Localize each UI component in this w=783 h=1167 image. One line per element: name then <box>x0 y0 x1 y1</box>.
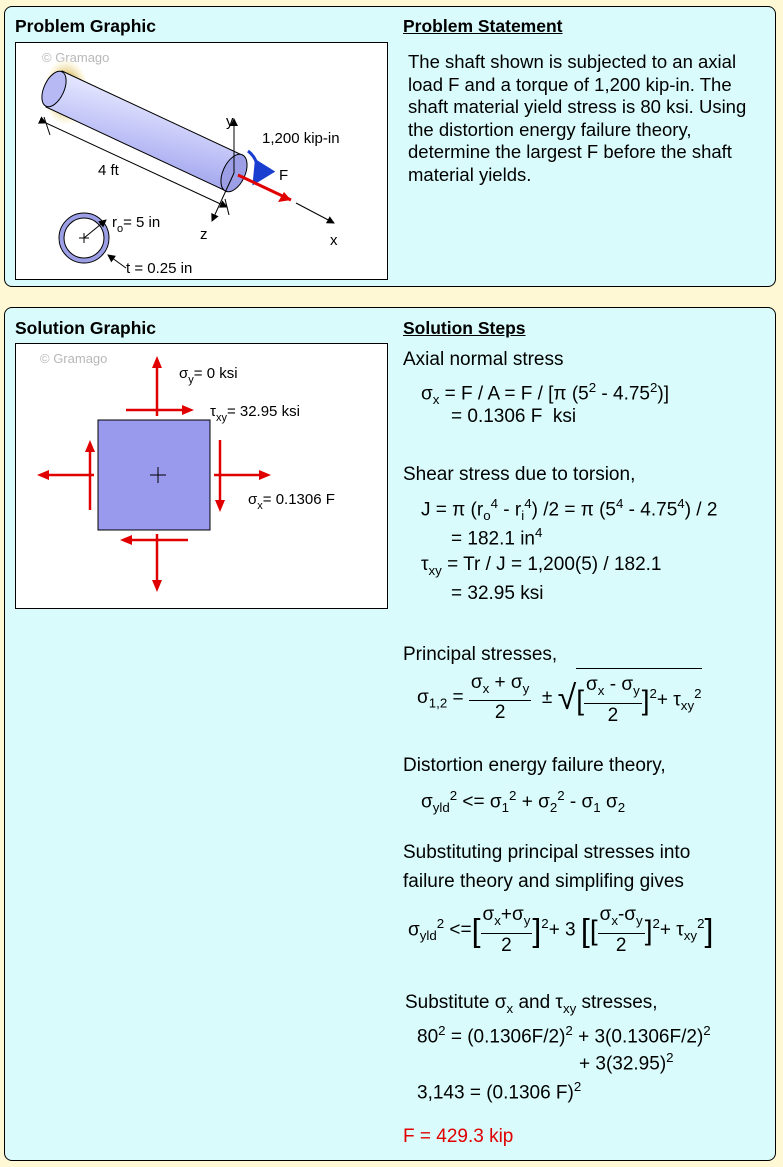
copyright-text: © Gramago <box>42 50 109 65</box>
solution-panel: Solution Graphic Solution Steps © Gramag… <box>4 307 776 1161</box>
thickness-label: t = 0.25 in <box>126 260 192 277</box>
stress-element <box>97 419 211 531</box>
torque-label: 1,200 kip-in <box>262 130 340 147</box>
shear-title: Shear stress due to torsion, <box>403 464 636 485</box>
final-answer: F = 429.3 kip <box>403 1126 514 1147</box>
substitute-title: Substitute σx and τxy stresses, <box>405 992 658 1016</box>
substitute-line-1: 802 = (0.1306F/2)2 + 3(0.1306F/2)2 <box>417 1023 711 1048</box>
force-label: F <box>279 167 288 184</box>
sigma-x-label: σx= 0.1306 F <box>248 491 335 512</box>
tau-equation: τxy = Tr / J = 1,200(5) / 182.1 <box>421 554 662 578</box>
sigma-x-result: = 0.1306 F ksi <box>451 406 577 427</box>
torque-arrow-icon <box>247 149 276 186</box>
distortion-equation: σyld2 <= σ12 + σ22 - σ1 σ2 <box>421 788 626 816</box>
shaft-body <box>45 70 243 192</box>
shaft-diagram: © Gramago 1,200 kip-in F y z x 4 ft <box>37 50 340 277</box>
axial-title: Axial normal stress <box>403 349 564 370</box>
solution-graphic-heading: Solution Graphic <box>15 318 156 338</box>
stress-element-diagram: © Gramago σy= 0 ksi τxy= 32.95 ksi σx= 0… <box>37 351 335 592</box>
substitute-line-2: + 3(32.95)2 <box>579 1050 674 1075</box>
j-result: = 182.1 in4 <box>451 525 543 550</box>
stress-arrows <box>37 356 271 592</box>
problem-graphic-heading: Problem Graphic <box>15 16 157 36</box>
svg-text:© Gramago: © Gramago <box>40 351 107 366</box>
solution-steps-heading: Solution Steps <box>403 318 526 338</box>
sigma-x-equation: σx = F / A = F / [π (52 - 4.752)] <box>421 380 670 408</box>
subst-title-2: failure theory and simplifing gives <box>403 871 684 892</box>
principal-title: Principal stresses, <box>403 644 558 665</box>
sigma-y-label: σy= 0 ksi <box>179 365 238 386</box>
solution-graphic: © Gramago σy= 0 ksi τxy= 32.95 ksi σx= 0… <box>15 343 388 609</box>
x-axis <box>295 202 335 224</box>
j-equation: J = π (ro4 - ri4) /2 = π (54 - 4.754) / … <box>421 496 718 524</box>
problem-panel: Problem Graphic Problem Statement <box>4 6 776 287</box>
length-label: 4 ft <box>98 162 120 179</box>
distortion-title: Distortion energy failure theory, <box>403 755 666 776</box>
tau-result: = 32.95 ksi <box>451 583 544 604</box>
substitute-line-3: 3,143 = (0.1306 F)2 <box>417 1079 582 1104</box>
subst-title-1: Substituting principal stresses into <box>403 842 691 863</box>
svg-text:y: y <box>226 113 234 130</box>
problem-statement-text: The shaft shown is subjected to an axial… <box>408 51 747 185</box>
svg-text:x: x <box>330 232 338 249</box>
radius-arrow <box>83 219 107 239</box>
problem-graphic: © Gramago 1,200 kip-in F y z x 4 ft <box>15 42 388 280</box>
svg-text:z: z <box>200 226 208 243</box>
problem-statement-heading: Problem Statement <box>403 16 563 36</box>
radius-label: ro= 5 in <box>112 214 160 235</box>
tau-xy-label: τxy= 32.95 ksi <box>210 403 300 424</box>
length-dimension <box>37 116 228 208</box>
